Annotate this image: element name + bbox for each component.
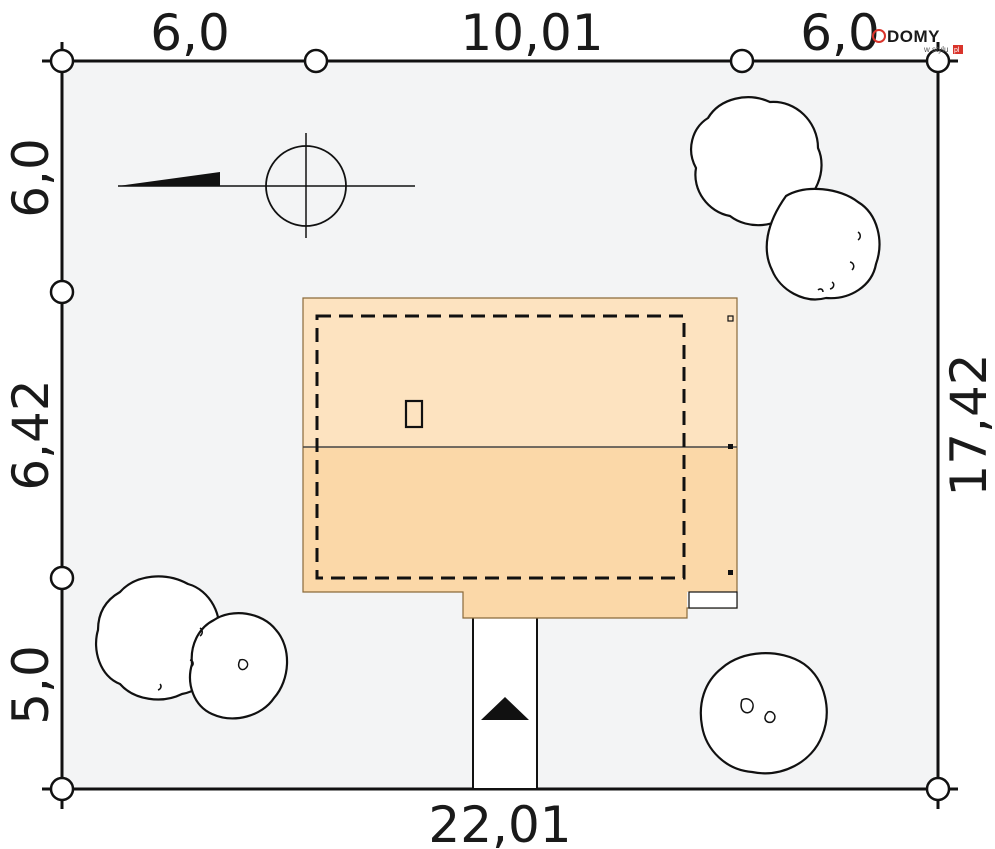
north-arrow-icon xyxy=(118,133,415,238)
marker-top-right xyxy=(925,48,951,74)
gutter-point-2 xyxy=(728,444,733,449)
dim-top-2: 10,01 xyxy=(460,4,603,62)
tree-group-bottom-right xyxy=(699,652,828,775)
entrance-arrow-icon xyxy=(481,697,529,720)
roof-outline xyxy=(302,297,738,619)
building-outline-dashed xyxy=(315,314,686,580)
dim-left-1: 6,0 xyxy=(2,138,60,218)
logo-main: DOMY xyxy=(887,27,940,46)
logo: DOMY w stylu pl xyxy=(872,27,963,54)
gutter-point-3 xyxy=(728,570,733,575)
dim-left-2: 6,42 xyxy=(2,379,60,490)
marker-left-2 xyxy=(49,565,75,591)
dim-top-1: 6,0 xyxy=(150,4,230,62)
marker-bottom-right xyxy=(925,776,951,802)
marker-top-1 xyxy=(303,48,329,74)
tree-group-bottom-left xyxy=(94,575,289,720)
logo-tld-box xyxy=(953,45,963,54)
roof-upper xyxy=(303,298,737,447)
logo-tld: pl xyxy=(954,47,960,54)
tree-group-top-right xyxy=(690,96,881,301)
tree-icon xyxy=(699,652,828,775)
chimney xyxy=(404,399,424,429)
dim-left-3: 5,0 xyxy=(2,645,60,725)
logo-sub: w stylu xyxy=(923,45,948,54)
marker-top-2 xyxy=(729,48,755,74)
house-roof xyxy=(302,297,738,619)
dimension-markers xyxy=(49,48,951,802)
marker-bottom-left xyxy=(49,776,75,802)
logo-mark xyxy=(872,29,886,43)
dim-top-3: 6,0 xyxy=(800,4,880,62)
gutter-point-1 xyxy=(727,315,734,322)
marker-top-left xyxy=(49,48,75,74)
marker-left-1 xyxy=(49,279,75,305)
tree-icon xyxy=(94,575,221,701)
roof-lower xyxy=(303,447,737,618)
tree-icon xyxy=(765,187,881,301)
dim-right: 17,42 xyxy=(940,353,995,496)
dim-bottom: 22,01 xyxy=(428,796,571,849)
terrace-box xyxy=(688,591,738,609)
